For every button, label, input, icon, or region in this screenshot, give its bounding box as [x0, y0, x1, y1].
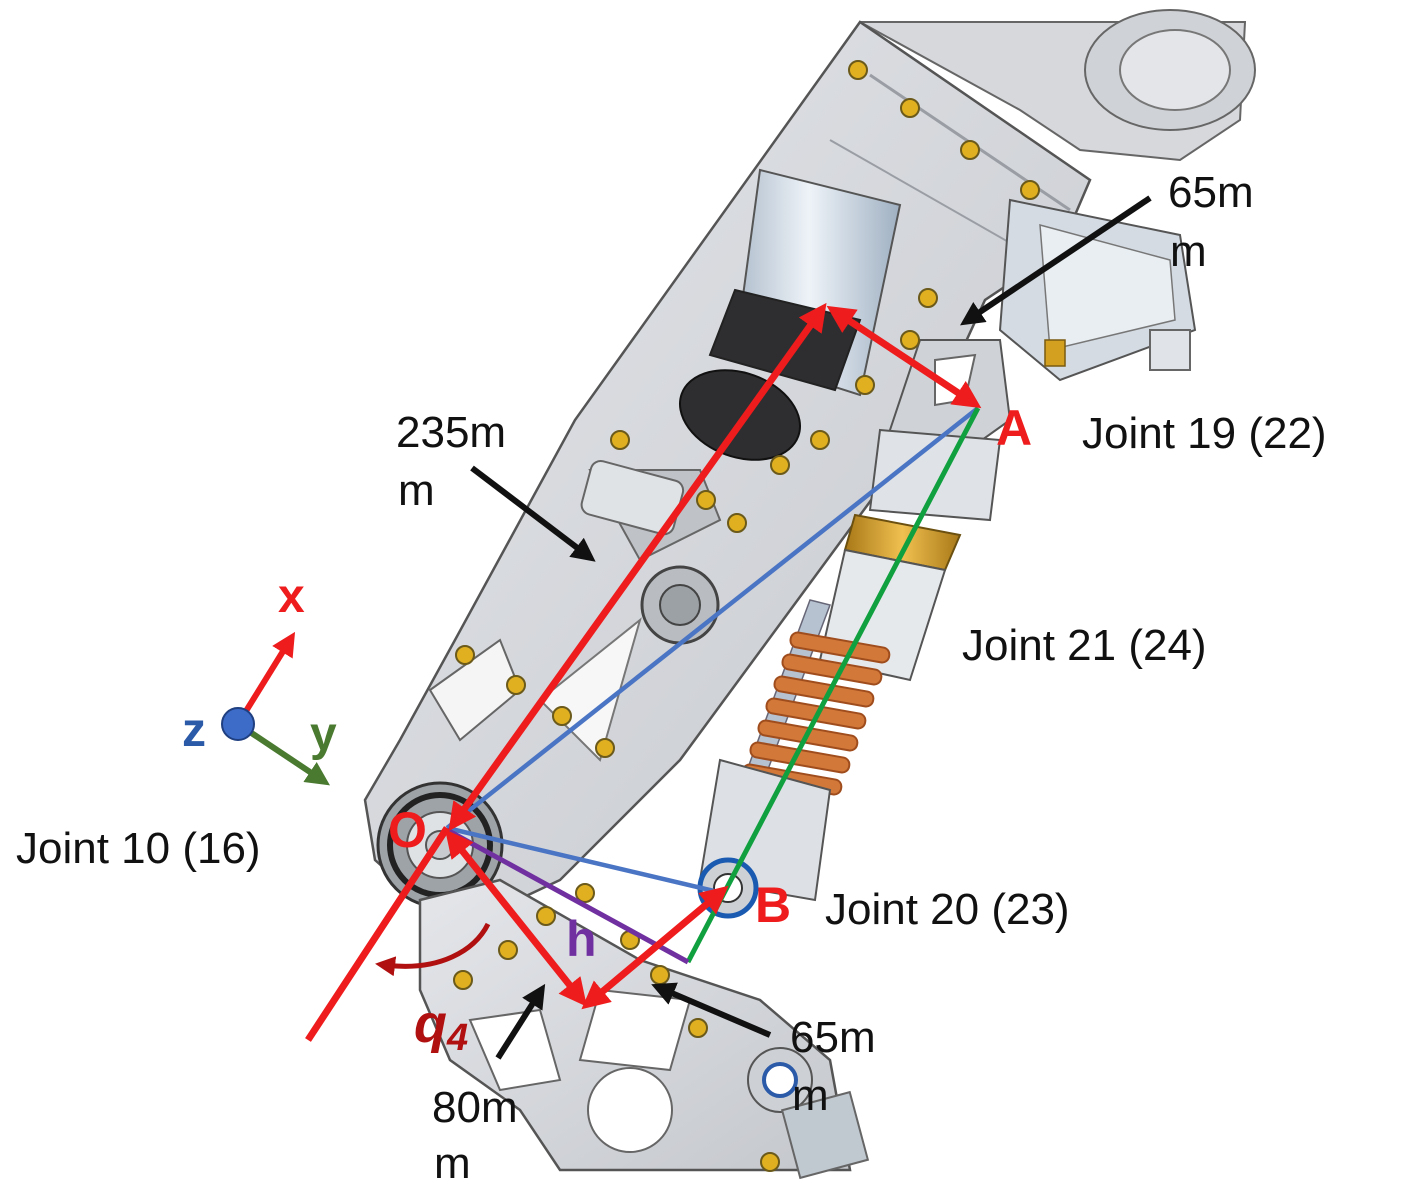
leader-80mm — [495, 983, 546, 1060]
arrow-65mm-top — [826, 305, 982, 409]
dim-235mm-line1: 235m — [396, 408, 506, 457]
coordinate-frame: x y z — [182, 570, 337, 786]
y-axis-label: y — [310, 708, 337, 761]
joint-19-label: Joint 19 (22) — [1082, 409, 1327, 458]
angle-symbol: q — [414, 994, 447, 1054]
leader-65mm-bottom — [651, 982, 772, 1038]
dim-80mm-line1: 80m — [432, 1083, 518, 1132]
leader-235mm — [470, 465, 596, 562]
angle-arc-q4 — [375, 922, 491, 977]
z-axis-dot — [221, 707, 255, 741]
ref-axis-line — [305, 826, 450, 1042]
dim-80mm-line2: m — [434, 1139, 471, 1188]
dim-65mm-top-line1: 65m — [1168, 168, 1254, 217]
joint-20-label: Joint 20 (23) — [825, 885, 1070, 934]
arrow-65mm-bottom — [581, 885, 729, 1010]
dim-65mm-bottom-line2: m — [792, 1071, 829, 1120]
leader-65mm-top — [960, 195, 1152, 326]
height-label: h — [566, 911, 597, 967]
point-o-label: O — [388, 802, 427, 858]
dim-65mm-bottom-line1: 65m — [790, 1013, 876, 1062]
dim-235mm-line2: m — [398, 466, 435, 515]
arrow-80mm — [445, 829, 587, 1007]
angle-label: q4 — [414, 994, 468, 1059]
x-axis-label: x — [278, 570, 305, 623]
angle-subscript: 4 — [446, 1017, 468, 1059]
point-a-label: A — [996, 400, 1032, 456]
joint-21-label: Joint 21 (24) — [962, 621, 1207, 670]
joint-10-label: Joint 10 (16) — [16, 824, 261, 873]
line-a-b-green — [685, 406, 981, 964]
z-axis-label: z — [182, 704, 206, 757]
arrow-235mm — [448, 302, 827, 832]
dim-65mm-top-line2: m — [1170, 227, 1207, 276]
point-b-label: B — [755, 877, 791, 933]
